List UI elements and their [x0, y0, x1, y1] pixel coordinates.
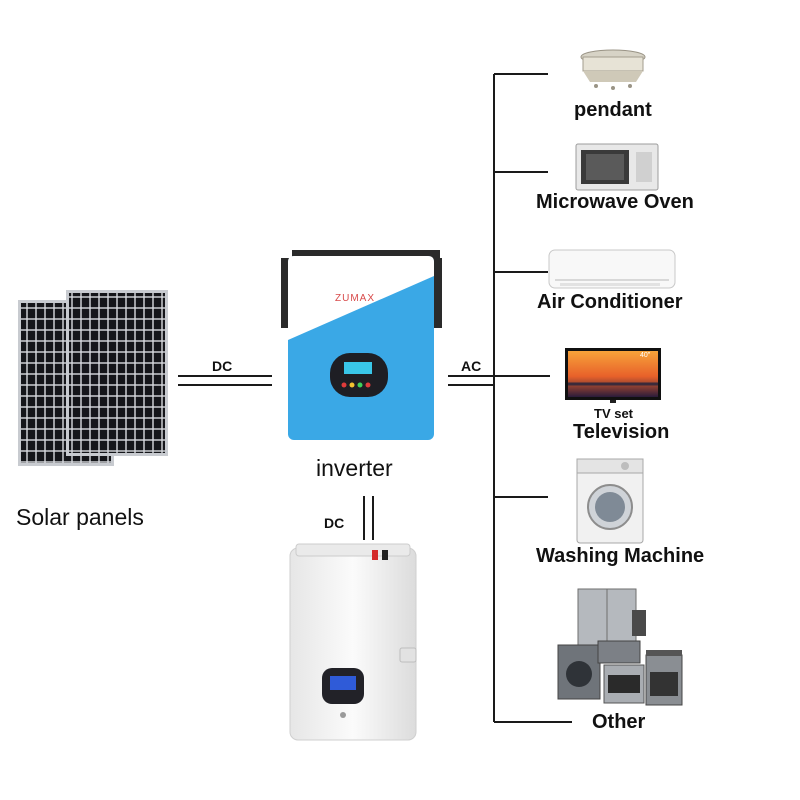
tv-set-label: TV set — [594, 406, 634, 421]
dc-connection-down — [363, 496, 374, 540]
washing-machine-label: Washing Machine — [536, 545, 705, 567]
washing-machine-icon — [576, 458, 644, 544]
air-conditioner-label: Air Conditioner — [537, 291, 683, 313]
television-icon — [565, 348, 661, 403]
dc-label-left: DC — [212, 358, 233, 374]
other-label: Other — [592, 711, 646, 733]
dc-label-down: DC — [324, 515, 345, 531]
tv-screen-size: 40" — [640, 352, 651, 359]
ac-distribution-bus — [493, 73, 572, 723]
microwave-oven-label: Microwave Oven — [536, 191, 694, 213]
inverter-label: inverter — [316, 455, 393, 481]
air-conditioner-icon — [548, 249, 676, 289]
solar-panels-label: Solar panels — [16, 504, 144, 530]
ac-connection — [448, 375, 550, 386]
inverter-icon — [281, 250, 442, 440]
chandelier-icon — [580, 49, 646, 90]
microwave-icon — [575, 143, 659, 191]
dc-connection-left — [178, 375, 272, 386]
inverter-brand: ZUMAX — [335, 293, 375, 304]
television-label: Television — [573, 421, 670, 443]
ac-label: AC — [461, 358, 482, 374]
battery-icon — [289, 543, 417, 741]
home-appliances-icon — [557, 588, 683, 706]
solar-panels-icon — [18, 290, 168, 466]
pendant-label: pendant — [574, 99, 652, 121]
